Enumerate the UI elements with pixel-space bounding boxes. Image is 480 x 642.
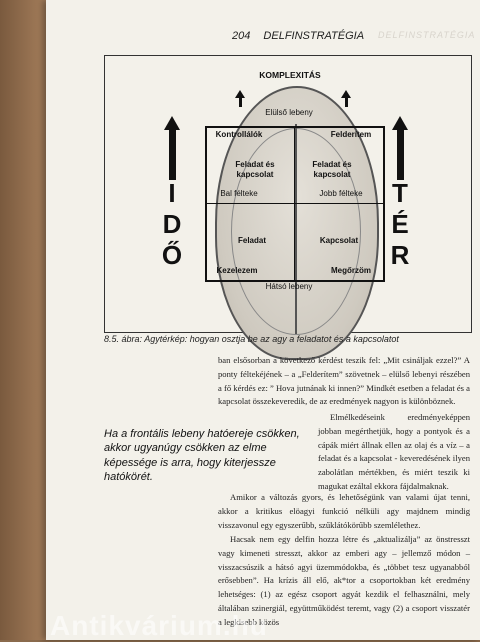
- handler-label: Kezelezem: [216, 266, 258, 275]
- task-relation-right-label: Feladat és kapcsolat: [312, 160, 352, 179]
- controller-label: Kontrollálók: [215, 130, 263, 139]
- space-arrow-icon: [392, 116, 408, 180]
- relation-label: Kapcsolat: [319, 236, 359, 245]
- front-lobe-label: Elülső lebeny: [265, 108, 313, 117]
- space-word: T É R: [390, 178, 410, 270]
- watermark-logo: Antikvárium.hu: [50, 610, 268, 641]
- brain-illustration: [215, 86, 379, 360]
- body-paragraph-1: ban elsősorban a következő kérdést teszi…: [218, 355, 470, 407]
- right-hemisphere-label: Jobb félteke: [319, 189, 363, 198]
- explorer-label: Felderítem: [330, 130, 372, 139]
- figure-caption: 8.5. ábra: Agytérkép: hogyan osztja be a…: [104, 334, 399, 344]
- body-paragraph-2: Elmélkedéseink eredményeképpen jobban me…: [318, 412, 470, 491]
- small-arrow-left-icon: [235, 90, 245, 107]
- left-hemisphere-label: Bal félteke: [220, 189, 258, 198]
- complexity-label: KOMPLEXITÁS: [259, 70, 321, 80]
- brain-quadrant-grid: Kontrollálók Felderítem Feladat és kapcs…: [205, 126, 385, 282]
- pull-quote: Ha a frontális lebeny hatóereje csökken,…: [104, 428, 300, 483]
- time-arrow-icon: [164, 116, 180, 180]
- body-paragraph-4: Hacsak nem egy delfin hozza létre és „ak…: [218, 534, 470, 627]
- page-header: 204 DELFINSTRATÉGIA: [232, 30, 432, 46]
- small-arrow-right-icon: [341, 90, 351, 107]
- page-number: 204: [232, 30, 251, 42]
- task-relation-left-label: Feladat és kapcsolat: [235, 160, 275, 179]
- running-title: DELFINSTRATÉGIA: [263, 30, 365, 42]
- preserver-label: Megőrzöm: [331, 266, 371, 275]
- back-lobe-label: Hátsó lebeny: [265, 282, 313, 291]
- figure-frame: KOMPLEXITÁS I D Ő T É R Elülső lebeny Ko…: [104, 55, 472, 360]
- time-word: I D Ő: [161, 178, 183, 270]
- body-paragraph-3: Amikor a változás gyors, és lehetőségünk…: [218, 492, 470, 530]
- bleed-through-text: DELFINSTRATÉGIA: [378, 30, 476, 40]
- task-label: Feladat: [237, 236, 266, 245]
